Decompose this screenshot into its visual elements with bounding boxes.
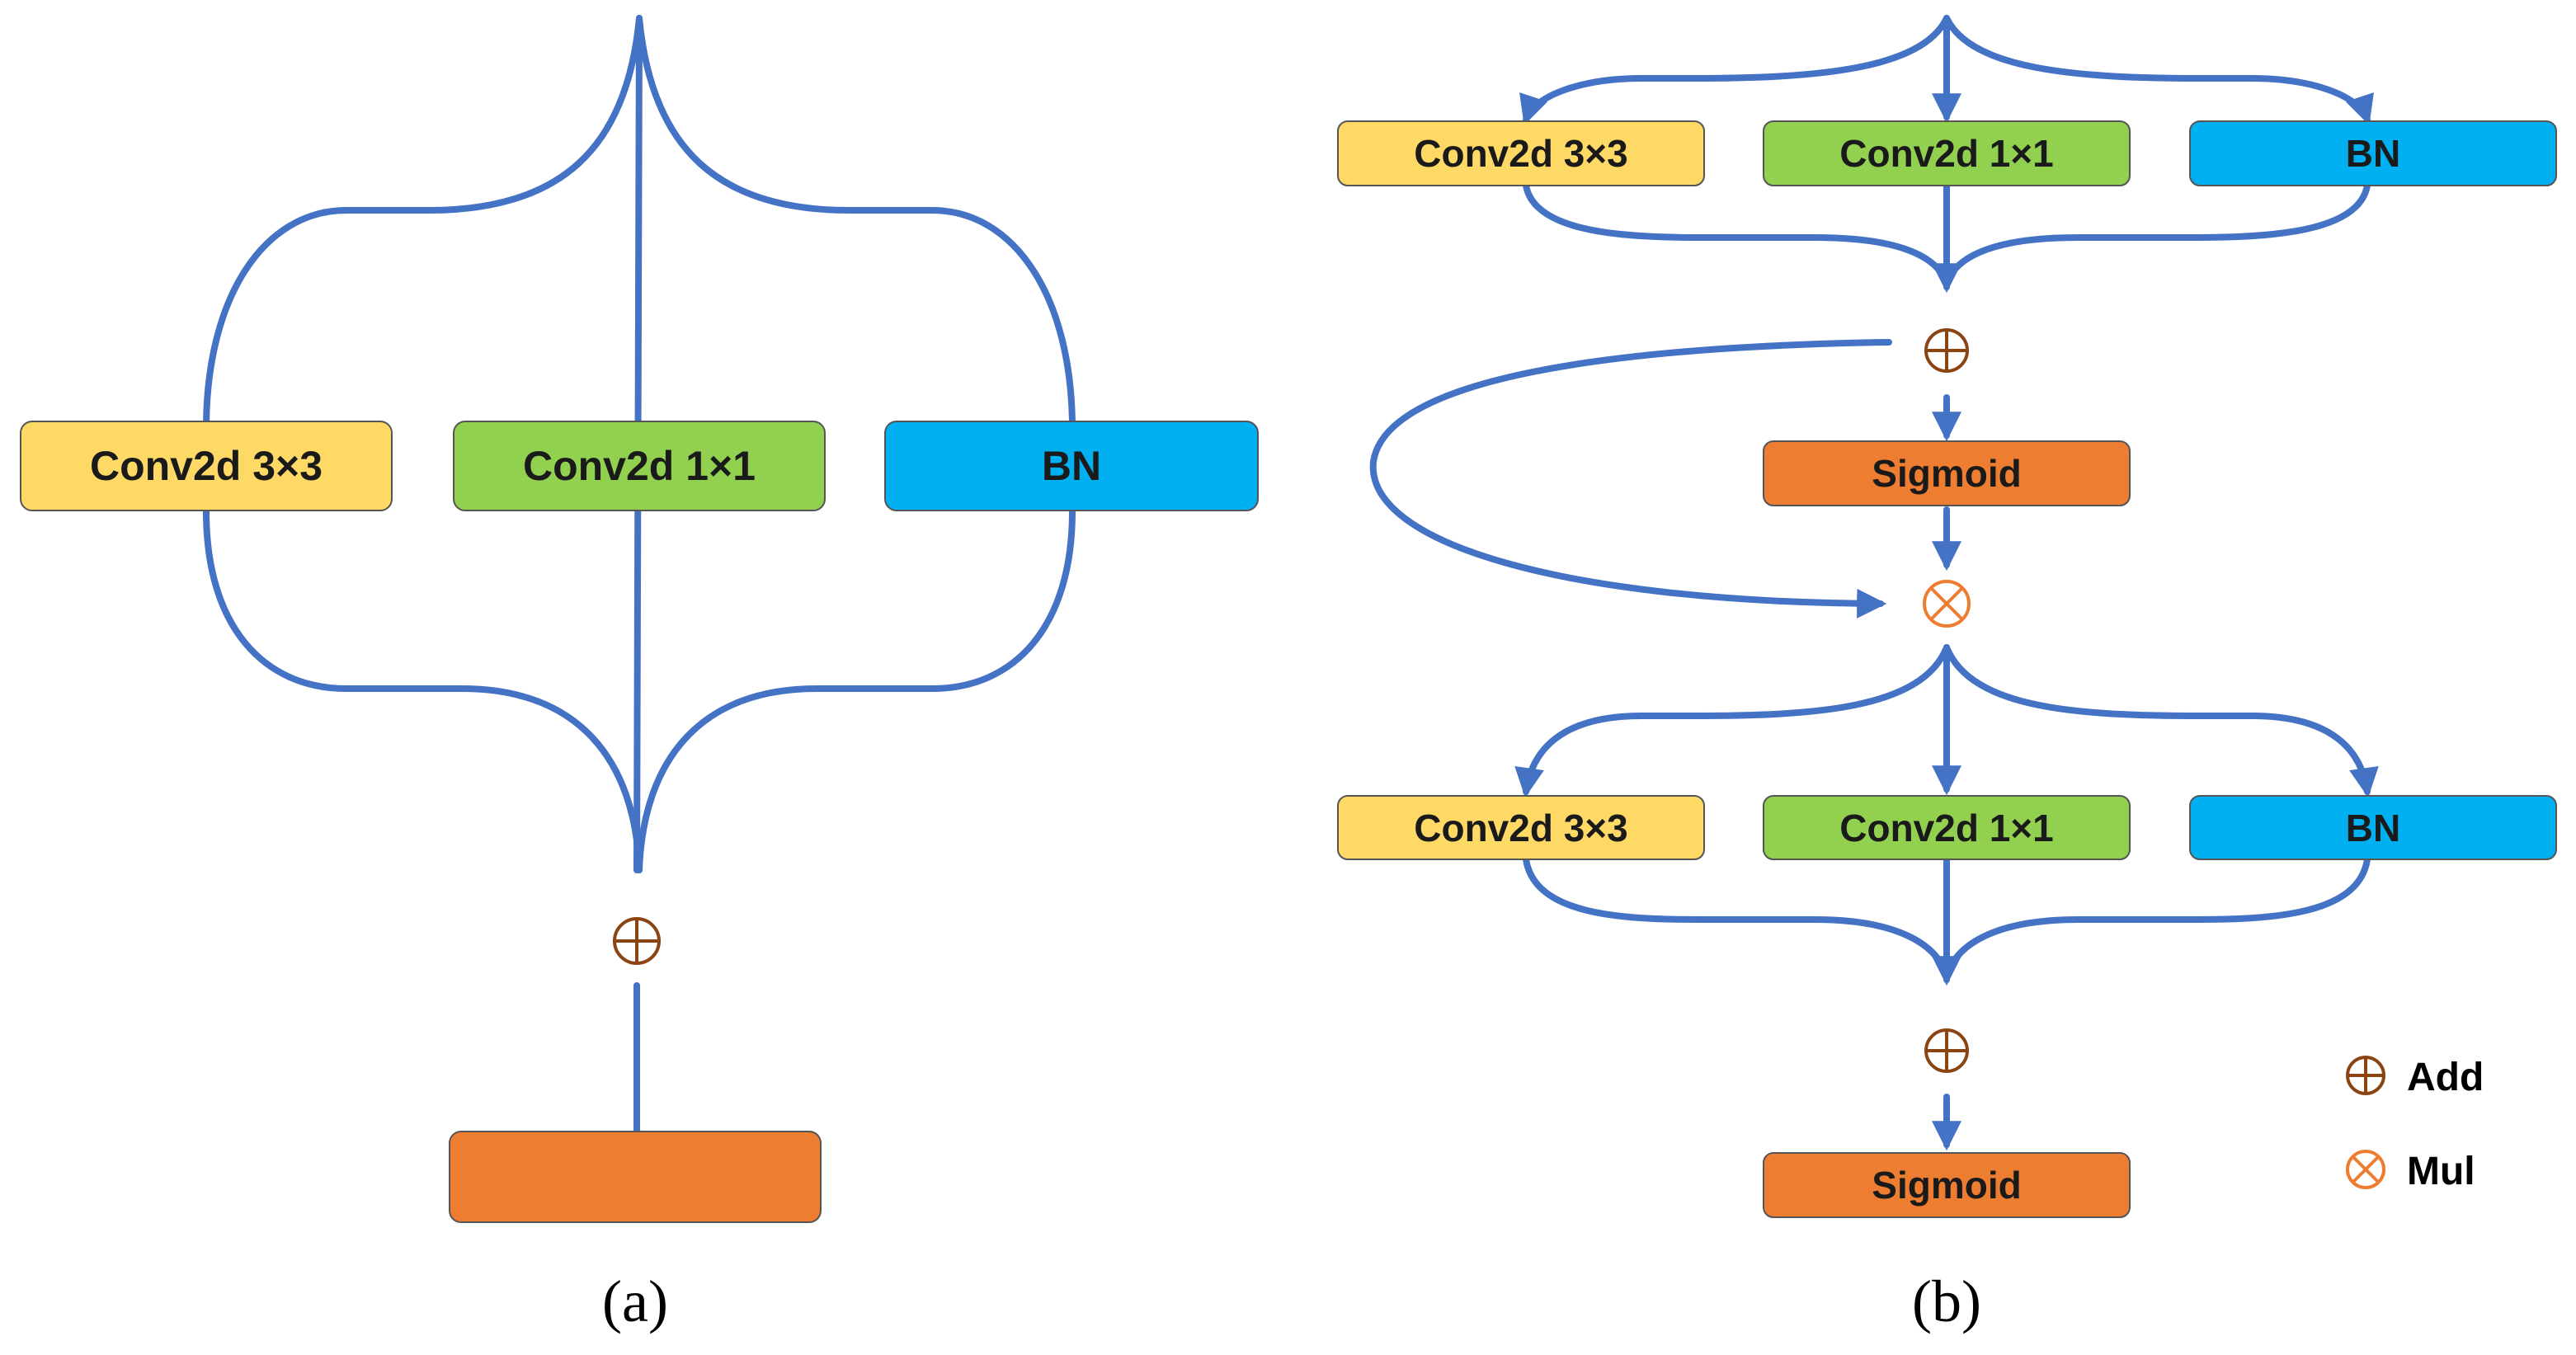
panel-b-add2-icon [1924, 1028, 1969, 1073]
legend-add-icon [2346, 1056, 2385, 1095]
panel-b-stage1-conv3x3-box: Conv2d 3×3 [1337, 120, 1705, 186]
panel-b-stage1-conv3x3-label: Conv2d 3×3 [1414, 132, 1628, 175]
panel-b-stage2-merge-left [1523, 856, 1950, 981]
panel-b-stage1-bn-label: BN [2346, 132, 2400, 175]
panel-a-bn-box: BN [884, 421, 1259, 511]
panel-b-sigmoid1-label: Sigmoid [1872, 452, 2021, 495]
legend-add-label: Add [2407, 1056, 2484, 1099]
panel-b-stage1-split-left [1519, 15, 1950, 125]
panel-b-stage2-bn-label: BN [2346, 807, 2400, 849]
legend-mul-icon [2346, 1150, 2385, 1189]
panel-a-conv3x3-label: Conv2d 3×3 [90, 443, 323, 489]
panel-b-stage2-split-right [1943, 644, 2379, 798]
panel-a: Conv2d 3×3 Conv2d 1×1 BN (a) [20, 15, 1259, 1334]
panel-b-stage1-conv1x1-label: Conv2d 1×1 [1839, 132, 2054, 175]
panel-b-stage2-connectors [1514, 644, 2379, 986]
panel-b-stage2-conv3x3-box: Conv2d 3×3 [1337, 795, 1705, 860]
panel-a-conv3x3-box: Conv2d 3×3 [20, 421, 393, 511]
panel-b-stage1-split-right [1943, 15, 2374, 125]
panel-b-sigmoid2-box: Sigmoid [1763, 1152, 2131, 1218]
legend-mul-label: Mul [2407, 1150, 2475, 1193]
panel-a-conv1x1-box: Conv2d 1×1 [453, 421, 826, 511]
panel-b-stage2-bn-box: BN [2189, 795, 2557, 860]
panel-b-stage1-merge-right [1943, 182, 2371, 288]
panel-a-bn-label: BN [1042, 443, 1101, 489]
panel-b-skip-loop [1369, 339, 1892, 619]
panel-b-stage2-conv1x1-label: Conv2d 1×1 [1839, 807, 2054, 849]
panel-a-sigmoid-box [449, 1131, 822, 1223]
panel-b-add1-icon [1924, 328, 1969, 373]
panel-b-stage1-connectors [1519, 15, 2374, 294]
panel-b-sigmoid2-label: Sigmoid [1872, 1164, 2021, 1207]
panel-b-stage2-conv3x3-label: Conv2d 3×3 [1414, 807, 1628, 849]
panel-a-conv1x1-label: Conv2d 1×1 [523, 443, 756, 489]
panel-b-stage1-merge-left [1523, 182, 1950, 288]
panel-b: Conv2d 3×3 Conv2d 1×1 BN Sigmoid [1337, 15, 2557, 1334]
panel-a-add-icon [613, 917, 661, 965]
panel-b-mul-icon [1923, 580, 1971, 628]
panel-b-sigmoid1-box: Sigmoid [1763, 440, 2131, 506]
legend: Add Mul [2346, 1056, 2484, 1193]
panel-b-stage1-conv1x1-box: Conv2d 1×1 [1763, 120, 2131, 186]
panel-b-stage2-split-left [1514, 644, 1950, 798]
panel-b-stage2-merge-right [1943, 856, 2371, 981]
panel-b-stage1-bn-box: BN [2189, 120, 2557, 186]
panel-a-caption: (a) [602, 1268, 668, 1334]
panel-b-stage2-conv1x1-box: Conv2d 1×1 [1763, 795, 2131, 860]
panel-b-caption: (b) [1912, 1268, 1981, 1334]
